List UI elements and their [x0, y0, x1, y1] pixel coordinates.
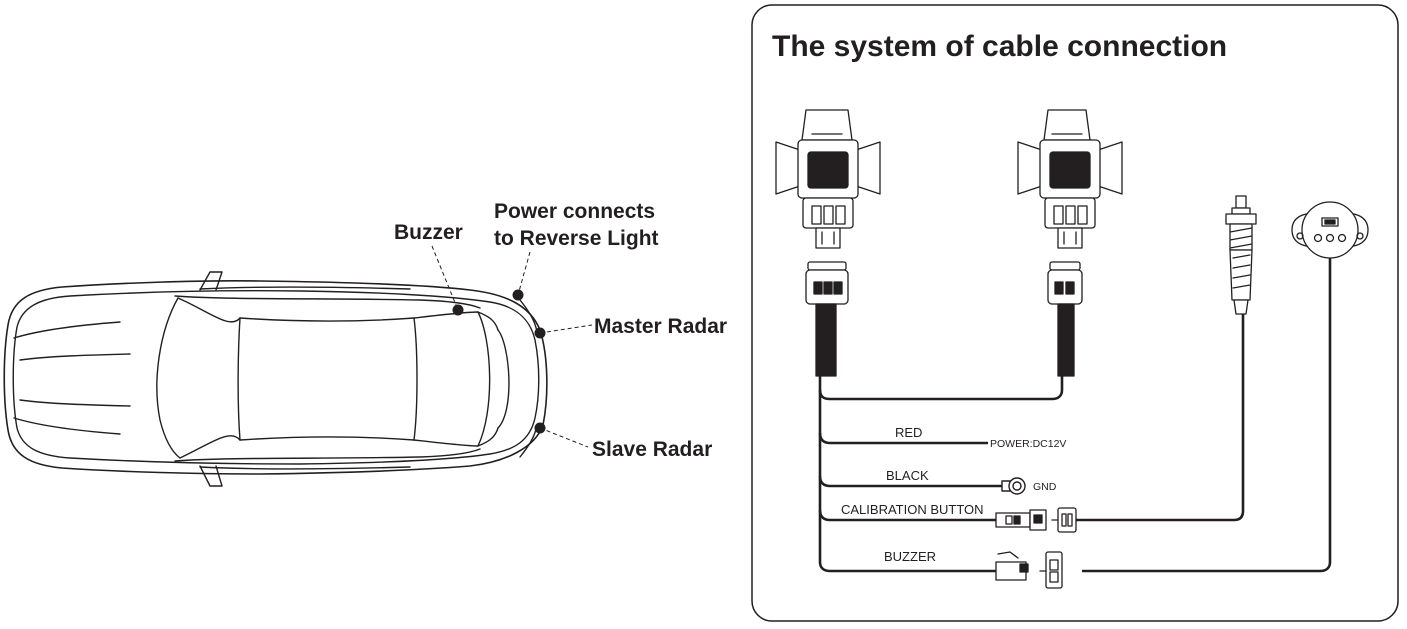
wire-label-calibration: CALIBRATION BUTTON: [841, 502, 984, 517]
calibration-connector: [995, 507, 1077, 533]
master-radar-sensor: [775, 109, 881, 377]
car-illustration: [3, 271, 548, 487]
power-label-line2: to Reverse Light: [494, 227, 659, 250]
wire-label-power: POWER:DC12V: [990, 438, 1066, 450]
wire-label-black: BLACK: [886, 468, 929, 483]
slave-radar-sensor: [1017, 109, 1123, 377]
panel-title: The system of cable connection: [772, 30, 1227, 63]
buzzer-label: Buzzer: [394, 221, 463, 244]
cable-panel-frame: [751, 4, 1399, 622]
gnd-ring-terminal: [1001, 477, 1026, 495]
buzzer-connector: [995, 551, 1063, 589]
master-radar-label: Master Radar: [594, 315, 727, 338]
wiring: [818, 258, 1332, 573]
buzzer-device: [1291, 201, 1369, 259]
slave-radar-label: Slave Radar: [592, 438, 712, 461]
wire-label-gnd: GND: [1033, 481, 1057, 493]
power-label-line1: Power connects: [494, 200, 655, 223]
buzzer-point: [452, 304, 464, 316]
calibration-button-device: [1225, 195, 1257, 315]
leader-lines: [431, 245, 593, 448]
wire-label-red: RED: [895, 425, 922, 440]
wire-label-buzzer: BUZZER: [884, 549, 936, 564]
